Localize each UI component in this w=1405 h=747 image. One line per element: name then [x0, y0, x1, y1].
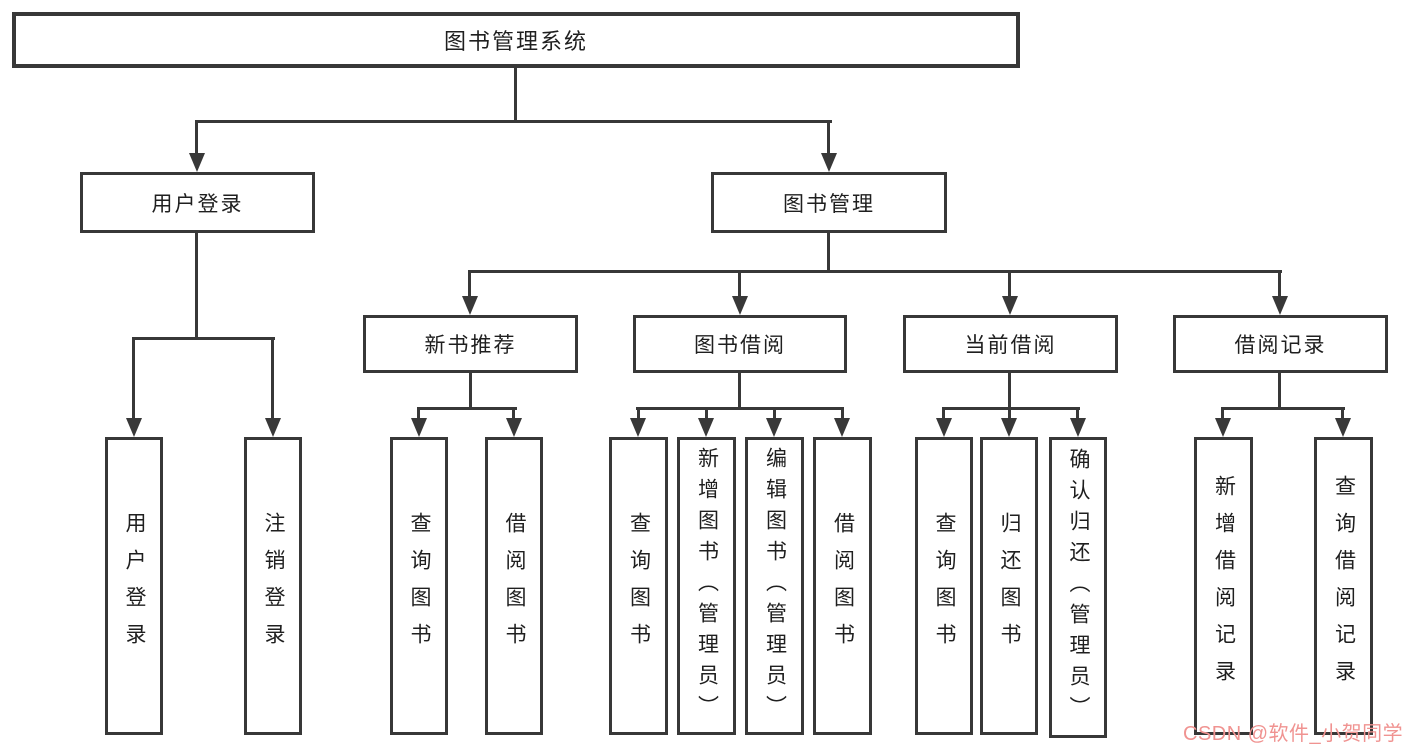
arrow-down-icon	[1002, 296, 1018, 315]
node-borrowing-records-label: 借阅记录	[1234, 334, 1327, 357]
leaf-label: 确认归还（管理员）	[1067, 448, 1090, 727]
leaf-label: 查询图书	[933, 512, 956, 660]
connector-book-mgmt-drop	[827, 120, 830, 155]
node-user-login-label: 用户登录	[151, 192, 244, 216]
connector-crossbar	[942, 407, 1080, 410]
leaf-logout: 注销登录	[244, 437, 302, 735]
node-book-management: 图书管理	[711, 172, 947, 233]
connector-leaf-drop	[942, 407, 945, 419]
connector-user-login-crossbar	[132, 337, 275, 340]
leaf-label: 归还图书	[998, 512, 1021, 660]
arrow-down-icon	[1272, 296, 1288, 315]
connector-leaf-drop	[1076, 407, 1079, 419]
leaf-label: 查询图书	[627, 512, 651, 660]
leaf-label: 注销登录	[262, 512, 285, 660]
connector-user-login-stem	[195, 233, 198, 337]
connector-book-mgmt-crossbar	[468, 270, 1282, 273]
connector-level3-drop	[468, 270, 471, 297]
leaf-label: 查询图书	[408, 512, 431, 660]
connector-leaf-drop	[841, 407, 844, 419]
arrow-down-icon	[126, 418, 142, 437]
node-library-system-label: 图书管理系统	[443, 29, 588, 54]
leaf-add-borrow-record: 新增借阅记录	[1194, 437, 1253, 735]
connector-leaf-drop	[637, 407, 640, 419]
connector-leaf-drop	[512, 407, 515, 419]
leaf-borrow-books-borrowing: 借阅图书	[813, 437, 872, 735]
leaf-borrow-books-recommend: 借阅图书	[485, 437, 543, 735]
leaf-label: 新增图书（管理员）	[695, 446, 719, 726]
connector-leaf-drop	[132, 337, 135, 419]
connector-leaf-drop	[1221, 407, 1224, 419]
connector-stem	[469, 373, 472, 407]
arrow-down-icon	[698, 418, 714, 437]
connector-crossbar	[1221, 407, 1345, 410]
arrow-down-icon	[1001, 418, 1017, 437]
arrow-down-icon	[411, 418, 427, 437]
arrow-down-icon	[732, 296, 748, 315]
connector-level3-drop	[1008, 270, 1011, 297]
leaf-return-books: 归还图书	[980, 437, 1038, 735]
connector-crossbar	[417, 407, 517, 410]
connector-leaf-drop	[271, 337, 274, 419]
leaf-query-books-recommend: 查询图书	[390, 437, 448, 735]
connector-leaf-drop	[773, 407, 776, 419]
arrow-down-icon	[189, 153, 205, 172]
connector-root-crossbar	[195, 120, 832, 123]
arrow-down-icon	[462, 296, 478, 315]
leaf-query-books-borrowing: 查询图书	[609, 437, 668, 735]
leaf-user-login: 用户登录	[105, 437, 163, 735]
leaf-label: 查询借阅记录	[1332, 475, 1356, 697]
connector-level3-drop	[738, 270, 741, 297]
leaf-label: 借阅图书	[831, 512, 855, 660]
arrow-down-icon	[506, 418, 522, 437]
node-book-borrowing: 图书借阅	[633, 315, 847, 373]
node-current-borrowing-label: 当前借阅	[964, 334, 1057, 357]
leaf-label: 新增借阅记录	[1212, 475, 1236, 697]
arrow-down-icon	[766, 418, 782, 437]
arrow-down-icon	[1070, 418, 1086, 437]
connector-stem	[1278, 373, 1281, 407]
arrow-down-icon	[1215, 418, 1231, 437]
connector-leaf-drop	[705, 407, 708, 419]
leaf-label: 编辑图书（管理员）	[763, 446, 787, 726]
arrow-down-icon	[834, 418, 850, 437]
leaf-label: 借阅图书	[503, 512, 526, 660]
connector-stem	[1008, 373, 1011, 407]
leaf-edit-books-admin: 编辑图书（管理员）	[745, 437, 804, 735]
node-current-borrowing: 当前借阅	[903, 315, 1118, 373]
node-user-login: 用户登录	[80, 172, 315, 233]
connector-crossbar	[636, 407, 844, 410]
arrow-down-icon	[936, 418, 952, 437]
leaf-label: 用户登录	[123, 512, 146, 660]
leaf-query-borrow-record: 查询借阅记录	[1314, 437, 1373, 735]
connector-leaf-drop	[1008, 407, 1011, 419]
node-library-system: 图书管理系统	[12, 12, 1020, 68]
watermark: CSDN @软件_小贺同学	[1183, 723, 1404, 745]
node-borrowing-records: 借阅记录	[1173, 315, 1388, 373]
connector-root-stem	[514, 68, 517, 120]
arrow-down-icon	[1335, 418, 1351, 437]
connector-user-login-drop	[195, 120, 198, 155]
leaf-query-books-current: 查询图书	[915, 437, 973, 735]
connector-book-mgmt-stem	[827, 233, 830, 270]
leaf-confirm-return-admin: 确认归还（管理员）	[1049, 437, 1107, 738]
connector-leaf-drop	[417, 407, 420, 419]
arrow-down-icon	[265, 418, 281, 437]
node-new-book-recommend-label: 新书推荐	[424, 334, 517, 357]
arrow-down-icon	[821, 153, 837, 172]
arrow-down-icon	[630, 418, 646, 437]
node-book-management-label: 图书管理	[783, 192, 875, 216]
leaf-add-books-admin: 新增图书（管理员）	[677, 437, 736, 735]
node-new-book-recommend: 新书推荐	[363, 315, 578, 373]
connector-level3-drop	[1278, 270, 1281, 297]
connector-leaf-drop	[1341, 407, 1344, 419]
node-book-borrowing-label: 图书借阅	[694, 334, 786, 357]
connector-stem	[738, 373, 741, 407]
